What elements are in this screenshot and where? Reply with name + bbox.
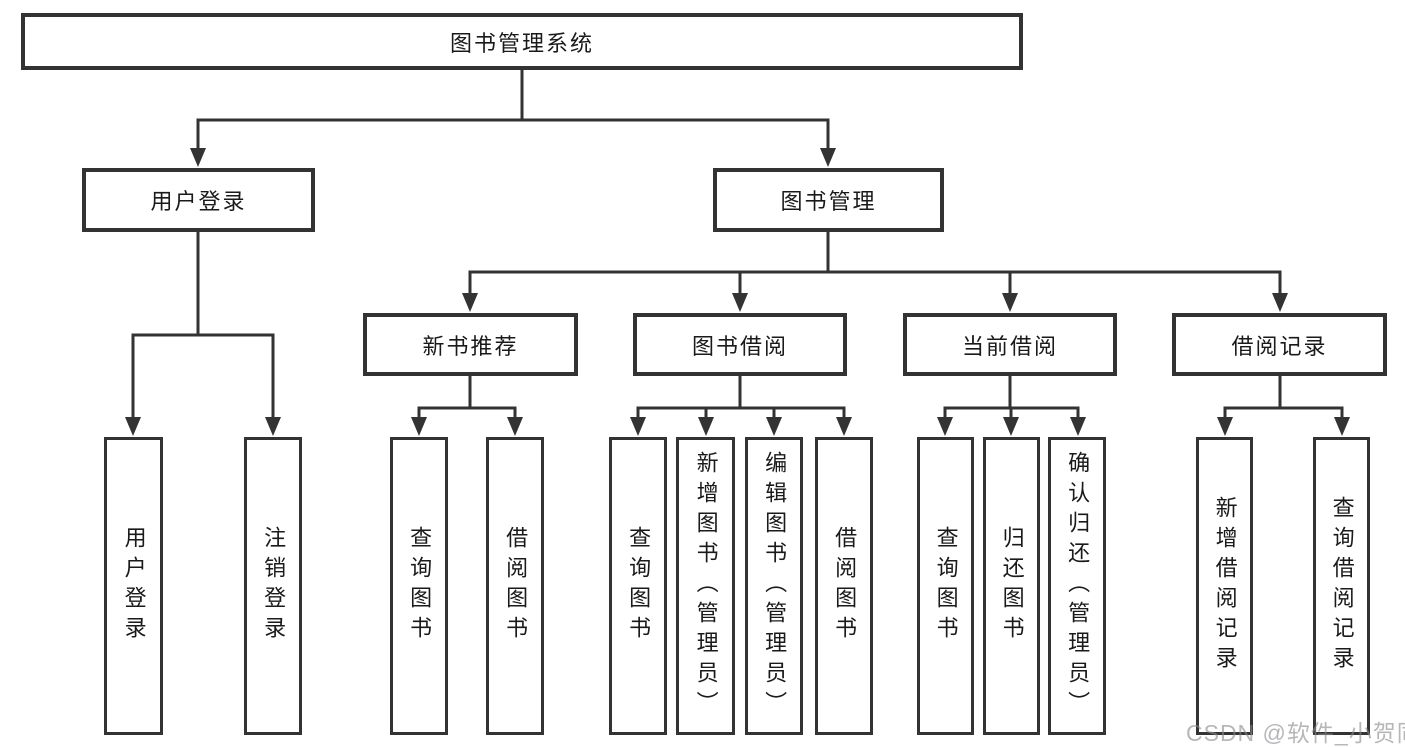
node-new-book-recommend: 新书推荐 xyxy=(363,313,578,376)
leaf-borrow-borrow-book-label: 借阅图书 xyxy=(832,526,858,646)
leaf-borrow-borrow-book: 借阅图书 xyxy=(815,437,873,735)
leaf-borrow-add-book-admin-label: 新增图书（管理员） xyxy=(693,451,719,721)
leaf-current-return-book: 归还图书 xyxy=(983,437,1040,735)
leaf-newbook-query-book-label: 查询图书 xyxy=(407,526,433,646)
leaf-logout: 注销登录 xyxy=(244,437,302,735)
node-root-system: 图书管理系统 xyxy=(21,13,1023,70)
node-user-login: 用户登录 xyxy=(82,168,315,232)
leaf-records-add-record: 新增借阅记录 xyxy=(1196,437,1253,735)
leaf-newbook-query-book: 查询图书 xyxy=(390,437,448,735)
node-borrow-records: 借阅记录 xyxy=(1172,313,1387,376)
leaf-current-query-book: 查询图书 xyxy=(917,437,974,735)
leaf-current-confirm-return-admin-label: 确认归还（管理员） xyxy=(1065,451,1091,721)
csdn-watermark: CSDN @软件_小贺同学 xyxy=(1186,720,1405,746)
leaf-records-query-record-label: 查询借阅记录 xyxy=(1329,496,1355,676)
leaf-borrow-edit-book-admin: 编辑图书（管理员） xyxy=(745,437,803,735)
leaf-newbook-borrow-book: 借阅图书 xyxy=(486,437,544,735)
leaf-borrow-query-book: 查询图书 xyxy=(609,437,667,735)
leaf-borrow-edit-book-admin-label: 编辑图书（管理员） xyxy=(762,451,788,721)
leaf-newbook-borrow-book-label: 借阅图书 xyxy=(503,526,529,646)
node-current-borrow: 当前借阅 xyxy=(903,313,1117,376)
leaf-borrow-add-book-admin: 新增图书（管理员） xyxy=(676,437,735,735)
leaf-borrow-query-book-label: 查询图书 xyxy=(626,526,652,646)
leaf-user-login-label: 用户登录 xyxy=(121,526,147,646)
leaf-current-confirm-return-admin: 确认归还（管理员） xyxy=(1048,437,1106,735)
leaf-records-query-record: 查询借阅记录 xyxy=(1313,437,1370,735)
node-book-management: 图书管理 xyxy=(713,168,944,232)
leaf-current-query-book-label: 查询图书 xyxy=(933,526,959,646)
leaf-current-return-book-label: 归还图书 xyxy=(999,526,1025,646)
leaf-records-add-record-label: 新增借阅记录 xyxy=(1212,496,1238,676)
leaf-user-login: 用户登录 xyxy=(104,437,163,735)
node-book-borrow: 图书借阅 xyxy=(633,313,847,376)
leaf-logout-label: 注销登录 xyxy=(261,526,287,646)
